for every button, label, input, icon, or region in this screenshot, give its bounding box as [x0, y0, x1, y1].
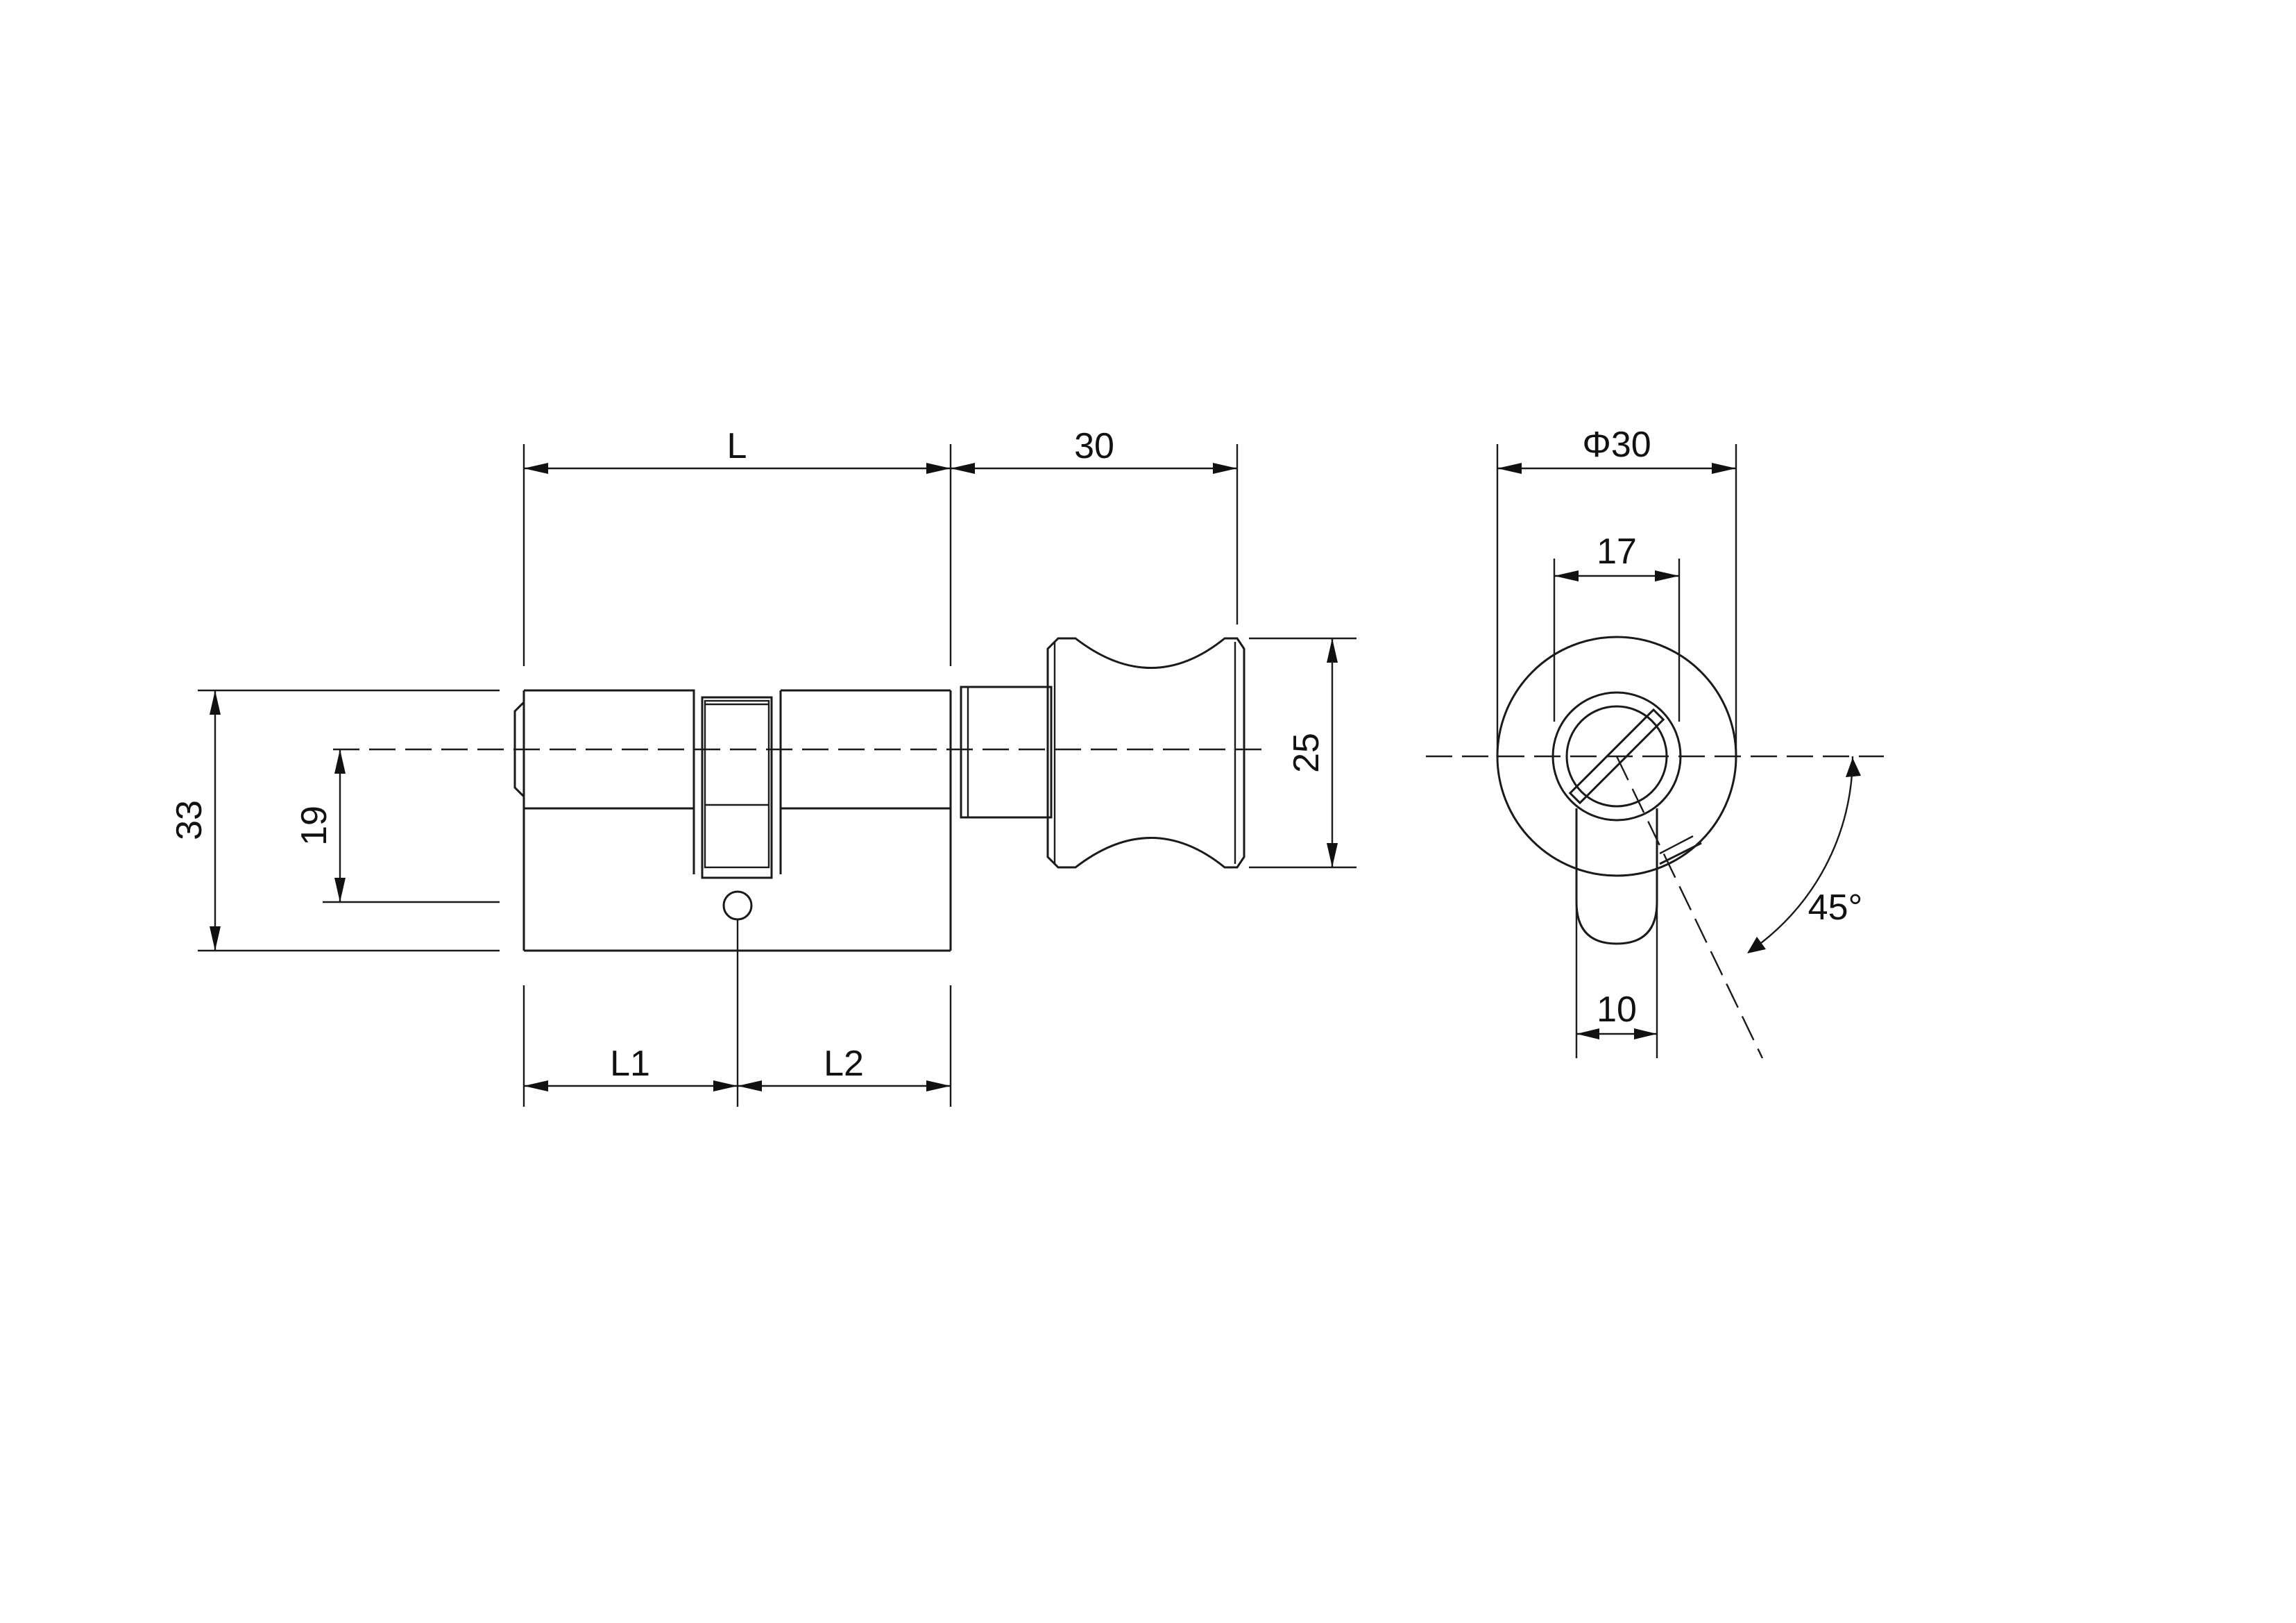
- dimension-knob-diameter-label: 25: [1286, 733, 1327, 773]
- dimension-knob-length-label: 30: [1074, 426, 1114, 466]
- dimension-l2: L2: [738, 1044, 951, 1091]
- cam-lever: [1575, 808, 1702, 945]
- dimension-cam-width-label: 10: [1597, 989, 1637, 1030]
- angle-line: [1615, 756, 1764, 1059]
- dimension-l: L: [524, 426, 951, 474]
- front-view: Φ30 17 10 45°: [1426, 425, 1884, 1059]
- dimension-front-bore: 17: [1554, 532, 1679, 581]
- dimension-l-label: L: [727, 426, 747, 466]
- thumb-knob: [1046, 637, 1245, 869]
- dimension-cam-width: 10: [1576, 989, 1657, 1039]
- dimension-height-center: 19: [294, 749, 346, 902]
- screw-slot: [1568, 708, 1665, 805]
- dimension-height-overall-label: 33: [169, 800, 210, 840]
- side-view: L 30 33 19 25: [169, 426, 1357, 1107]
- dimension-cam-angle-label: 45°: [1808, 887, 1863, 928]
- dimension-l1: L1: [524, 1044, 738, 1091]
- dimension-knob-diameter: 25: [1286, 638, 1338, 867]
- dimension-height-overall: 33: [169, 690, 221, 951]
- dimension-l2-label: L2: [824, 1044, 864, 1084]
- dimension-front-diameter-label: Φ30: [1582, 425, 1651, 465]
- dimension-l1-label: L1: [610, 1044, 650, 1084]
- cylinder-body: [513, 689, 952, 952]
- cam: [701, 696, 773, 879]
- dimension-front-bore-label: 17: [1597, 532, 1637, 572]
- dimension-cam-angle: 45°: [1747, 756, 1862, 953]
- screw-hole: [722, 890, 753, 921]
- dimension-knob-length: 30: [951, 426, 1237, 474]
- knob-shaft: [960, 686, 1053, 819]
- dimension-front-diameter: Φ30: [1497, 425, 1736, 474]
- dimension-height-center-label: 19: [294, 806, 334, 846]
